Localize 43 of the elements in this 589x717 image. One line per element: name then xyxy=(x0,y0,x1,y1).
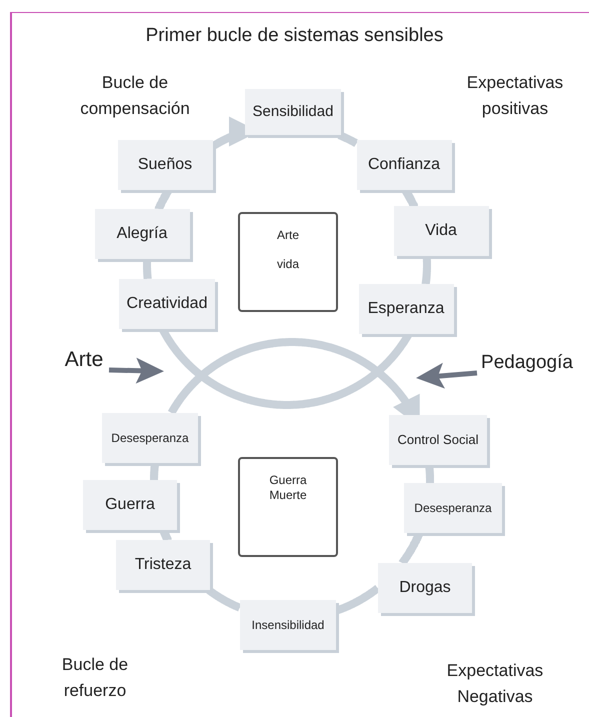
loop-note: Bucle de refuerzo xyxy=(60,654,130,702)
box-label: Vida xyxy=(425,221,457,241)
box-label: Guerra xyxy=(105,495,155,515)
step-box xyxy=(394,206,488,256)
box-label: Confianza xyxy=(368,155,440,175)
step-box xyxy=(356,140,452,190)
arrow xyxy=(108,358,164,384)
center-box xyxy=(238,457,338,557)
box-label: Desesperanza xyxy=(111,430,189,446)
step-box xyxy=(378,563,472,613)
box-label: Creatividad xyxy=(126,294,208,314)
step-box xyxy=(404,483,502,533)
step-box xyxy=(116,540,210,590)
loop-note: Expectativas Negativas xyxy=(446,660,544,708)
box-label: Esperanza xyxy=(368,299,444,319)
step-box xyxy=(94,209,190,259)
step-box xyxy=(245,89,341,135)
step-box xyxy=(119,279,215,329)
step-box xyxy=(83,480,177,530)
step-box xyxy=(240,600,336,650)
box-label: Arte xyxy=(276,228,300,243)
loop-note: Expectativas positivas xyxy=(466,72,564,120)
step-box xyxy=(118,140,212,190)
step-box xyxy=(389,415,487,465)
box-label: Alegría xyxy=(116,224,168,244)
step-box xyxy=(358,284,454,334)
box-label: Desesperanza xyxy=(414,500,492,516)
box-label: Sensibilidad xyxy=(252,102,334,122)
step-box xyxy=(102,413,198,463)
arrow-label: Arte xyxy=(59,346,109,374)
title: Primer bucle de sistemas sensibles xyxy=(144,24,444,48)
loop-note: Bucle de compensación xyxy=(79,72,191,120)
center-box xyxy=(238,212,338,312)
box-label: vida xyxy=(276,257,300,272)
box-label: Insensibilidad xyxy=(252,618,324,632)
arrow-label: Pedagogía xyxy=(477,349,577,377)
box-label: Tristeza xyxy=(134,555,192,575)
box-label: Sueños xyxy=(138,155,192,175)
box-label: Control Social xyxy=(398,432,478,448)
arrow xyxy=(416,362,478,389)
box-label: Drogas xyxy=(399,578,451,598)
box-label: Guerra Muerte xyxy=(268,473,308,503)
loop-arc xyxy=(335,131,360,148)
